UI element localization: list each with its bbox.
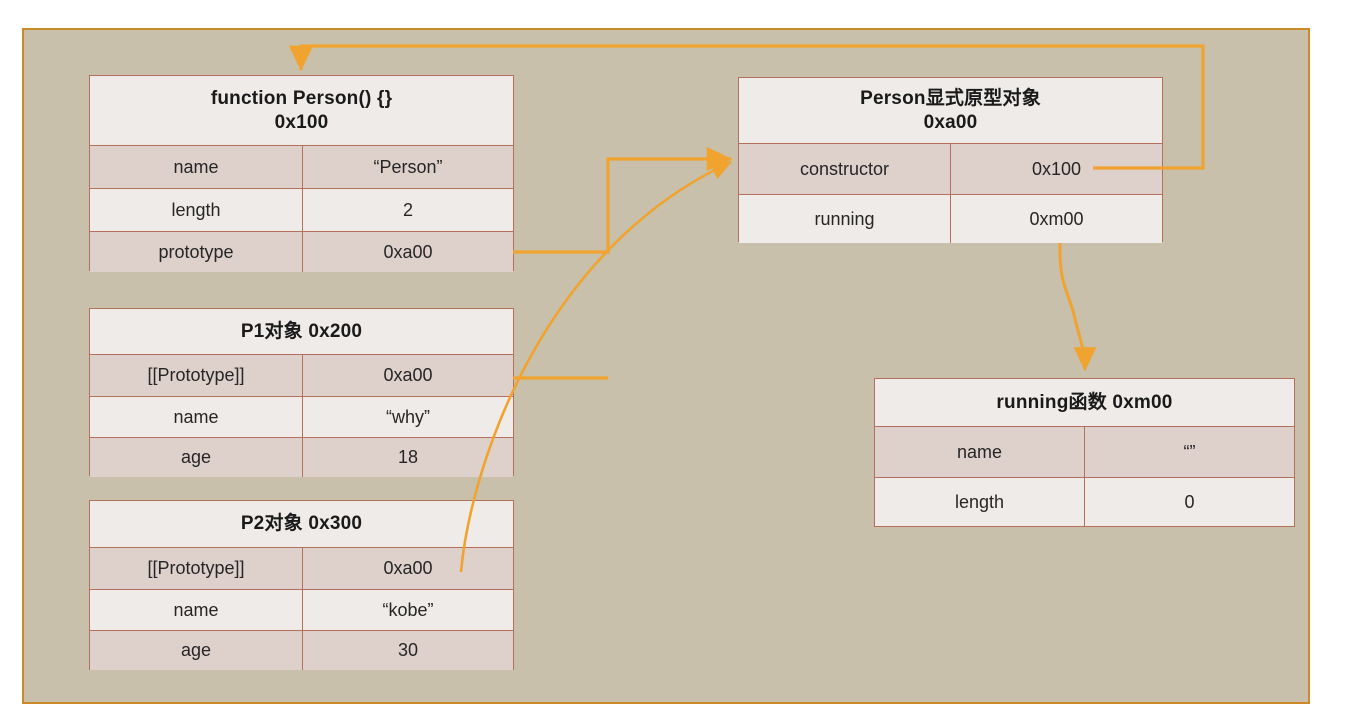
- box-running-function[interactable]: running函数 0xm00 name “” length 0: [874, 378, 1295, 527]
- title-line-1: P2对象 0x300: [240, 513, 363, 535]
- table-row[interactable]: running 0xm00: [739, 195, 1162, 243]
- table-row[interactable]: length 0: [875, 478, 1294, 526]
- table-row[interactable]: name “kobe”: [90, 590, 513, 631]
- table-row[interactable]: age 18: [90, 438, 513, 477]
- box-running-function-title: running函数 0xm00: [875, 379, 1294, 427]
- row-key: name: [90, 590, 303, 630]
- title-line-1: P1对象 0x200: [240, 320, 363, 342]
- row-key: name: [90, 146, 303, 188]
- row-value: 0x100: [951, 144, 1162, 194]
- table-row[interactable]: [[Prototype]] 0xa00: [90, 355, 513, 397]
- row-key: length: [90, 189, 303, 231]
- table-row[interactable]: name “”: [875, 427, 1294, 478]
- title-line-1: Person显式原型对象: [860, 88, 1041, 110]
- table-row[interactable]: [[Prototype]] 0xa00: [90, 548, 513, 590]
- row-key: [[Prototype]]: [90, 548, 303, 589]
- table-row[interactable]: name “Person”: [90, 146, 513, 189]
- title-line-2: 0x100: [274, 111, 329, 133]
- box-person-function-title: function Person() {} 0x100: [90, 76, 513, 146]
- row-value: 2: [303, 189, 513, 231]
- row-key: running: [739, 195, 951, 243]
- title-line-2: 0xa00: [923, 111, 978, 133]
- table-row[interactable]: length 2: [90, 189, 513, 232]
- row-value: 0: [1085, 478, 1294, 526]
- box-person-prototype[interactable]: Person显式原型对象 0xa00 constructor 0x100 run…: [738, 77, 1163, 243]
- row-value: 0xa00: [303, 548, 513, 589]
- title-line-1: function Person() {}: [210, 88, 393, 110]
- box-p2-object[interactable]: P2对象 0x300 [[Prototype]] 0xa00 name “kob…: [89, 500, 514, 670]
- row-key: length: [875, 478, 1085, 526]
- title-line-1: running函数 0xm00: [996, 391, 1173, 413]
- box-person-prototype-title: Person显式原型对象 0xa00: [739, 78, 1162, 144]
- row-key: constructor: [739, 144, 951, 194]
- row-key: name: [90, 397, 303, 437]
- row-key: [[Prototype]]: [90, 355, 303, 396]
- row-value: 0xm00: [951, 195, 1162, 243]
- table-row[interactable]: prototype 0xa00: [90, 232, 513, 272]
- row-value: 18: [303, 438, 513, 477]
- table-row[interactable]: name “why”: [90, 397, 513, 438]
- box-p1-object-title: P1对象 0x200: [90, 309, 513, 355]
- row-key: age: [90, 438, 303, 477]
- row-value: 0xa00: [303, 232, 513, 272]
- row-value: 30: [303, 631, 513, 670]
- row-key: prototype: [90, 232, 303, 272]
- box-p2-object-title: P2对象 0x300: [90, 501, 513, 548]
- row-value: “kobe”: [303, 590, 513, 630]
- table-row[interactable]: constructor 0x100: [739, 144, 1162, 195]
- box-p1-object[interactable]: P1对象 0x200 [[Prototype]] 0xa00 name “why…: [89, 308, 514, 477]
- row-value: “why”: [303, 397, 513, 437]
- row-value: “”: [1085, 427, 1294, 477]
- row-value: 0xa00: [303, 355, 513, 396]
- row-key: name: [875, 427, 1085, 477]
- table-row[interactable]: age 30: [90, 631, 513, 670]
- row-key: age: [90, 631, 303, 670]
- box-person-function[interactable]: function Person() {} 0x100 name “Person”…: [89, 75, 514, 272]
- row-value: “Person”: [303, 146, 513, 188]
